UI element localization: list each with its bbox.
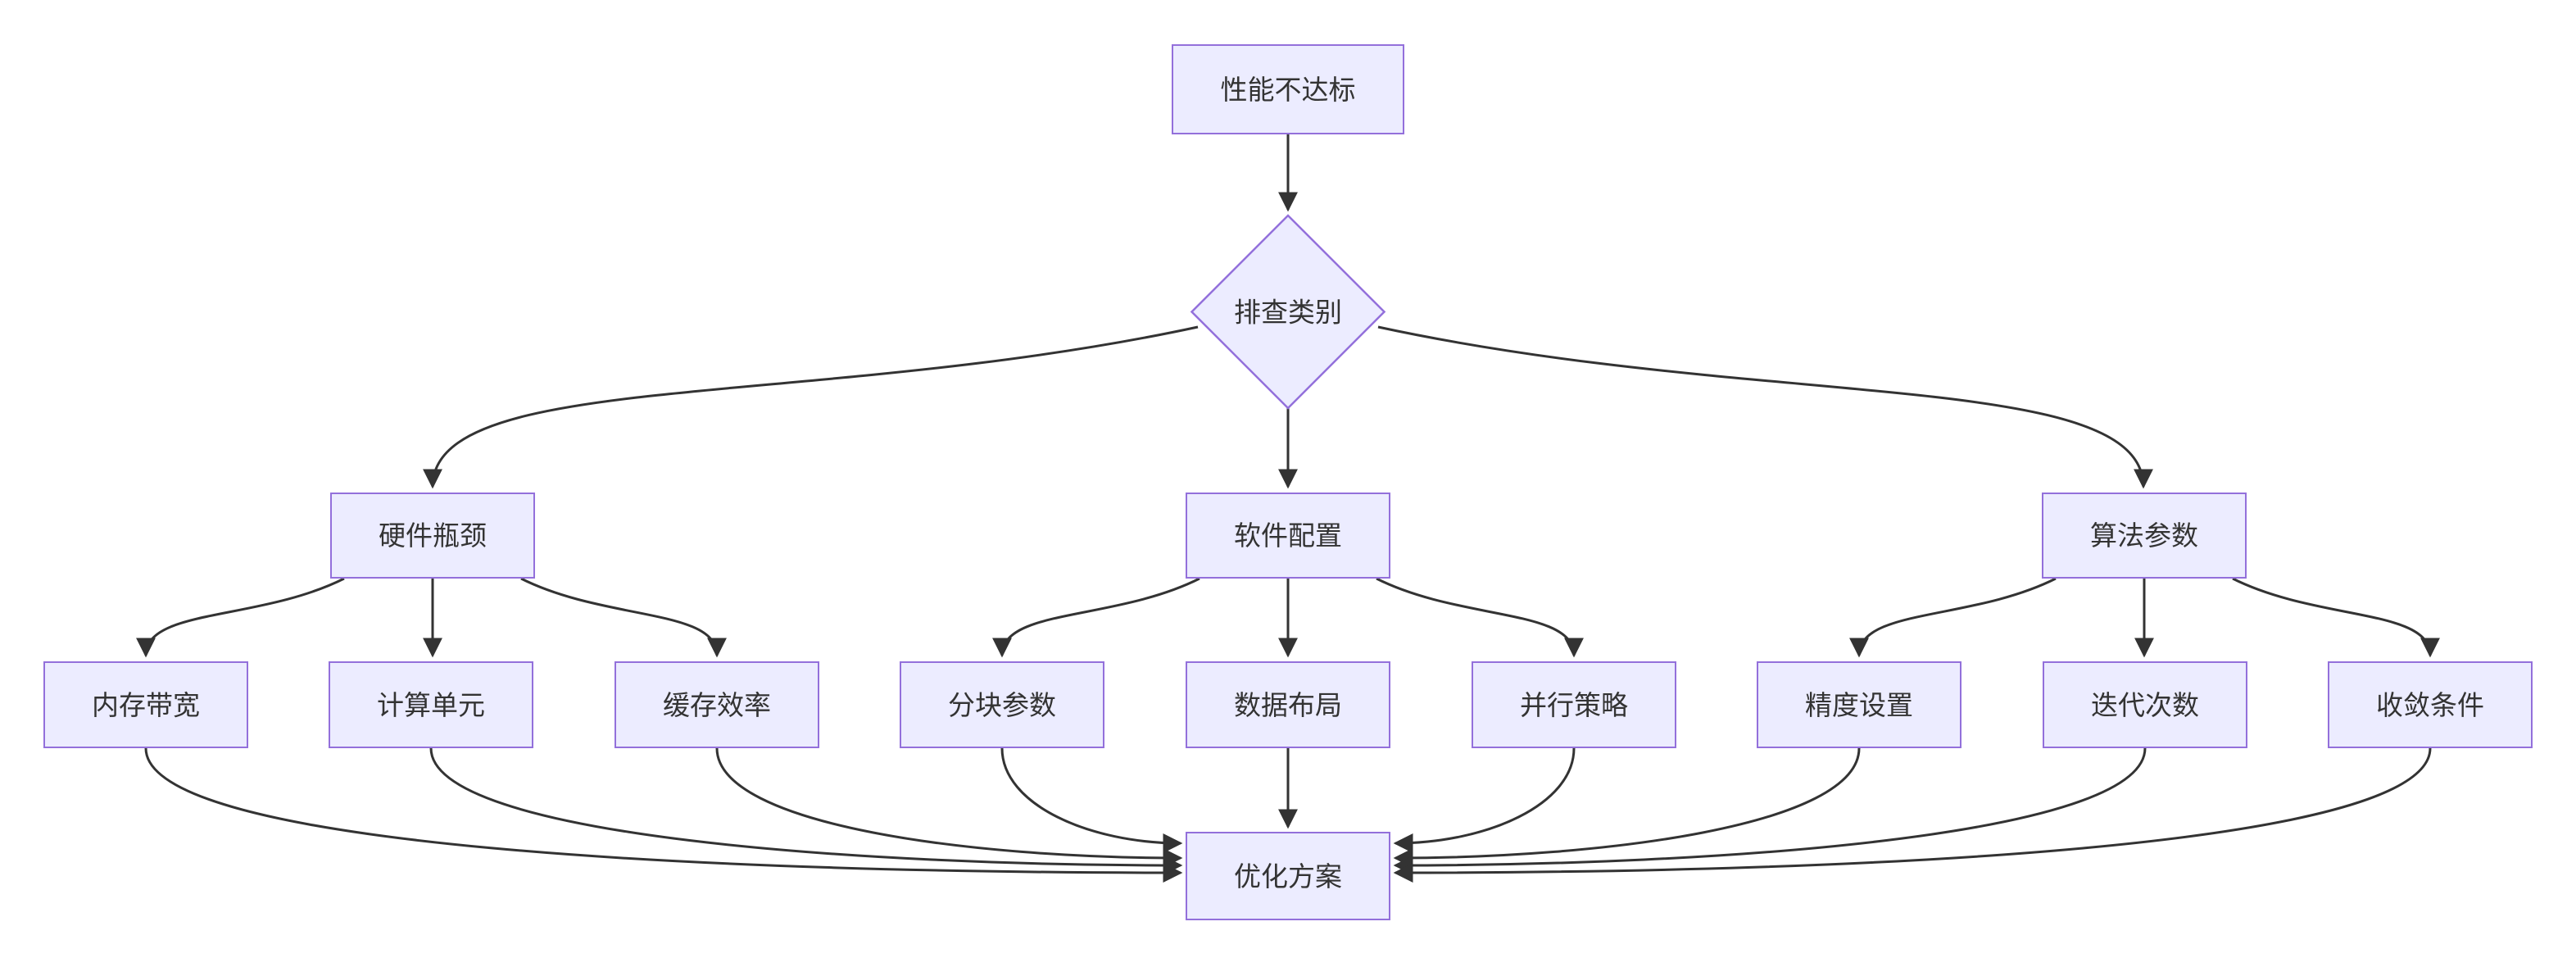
node-cache-efficiency: 缓存效率: [615, 661, 819, 748]
node-parallel-strategy: 并行策略: [1472, 661, 1676, 748]
edge-convergence-result: [1393, 747, 2432, 883]
node-result: 优化方案: [1186, 832, 1390, 920]
node-cache-efficiency-label: 缓存效率: [663, 689, 771, 720]
node-block-params-label: 分块参数: [948, 689, 1056, 720]
edge-decision-algorithm: [1377, 325, 2153, 489]
edge-software-parallel-strategy: [1376, 577, 1584, 658]
node-hardware: 硬件瓶颈: [330, 493, 535, 579]
edge-mem-bandwidth-result: [144, 747, 1183, 883]
node-result-label: 优化方案: [1234, 860, 1342, 892]
node-mem-bandwidth: 内存带宽: [43, 661, 248, 748]
edge-hardware-cache-efficiency: [520, 577, 727, 658]
node-block-params: 分块参数: [900, 661, 1104, 748]
edge-algorithm-convergence: [2232, 577, 2440, 658]
node-software: 软件配置: [1186, 493, 1390, 579]
edge-compute-unit-result: [429, 747, 1183, 875]
edge-block-params-result: [1000, 747, 1183, 853]
edge-hardware-mem-bandwidth: [136, 577, 345, 658]
edge-algorithm-precision: [1849, 577, 2057, 658]
node-iterations: 迭代次数: [2043, 661, 2247, 748]
node-precision: 精度设置: [1757, 661, 1961, 748]
edge-precision-result: [1393, 747, 1861, 868]
node-precision-label: 精度设置: [1805, 689, 1913, 720]
decision-diamond-shape: [1190, 214, 1386, 410]
node-data-layout: 数据布局: [1186, 661, 1390, 748]
node-parallel-strategy-label: 并行策略: [1520, 689, 1628, 720]
node-algorithm: 算法参数: [2042, 493, 2247, 579]
node-data-layout-label: 数据布局: [1234, 689, 1342, 720]
node-start: 性能不达标: [1172, 44, 1404, 134]
node-convergence: 收敛条件: [2328, 661, 2533, 748]
node-compute-unit: 计算单元: [329, 661, 533, 748]
node-convergence-label: 收敛条件: [2376, 689, 2484, 720]
node-algorithm-label: 算法参数: [2090, 520, 2198, 551]
edge-iterations-result: [1393, 747, 2147, 875]
edge-decision-hardware: [423, 325, 1199, 489]
edge-software-block-params: [992, 577, 1200, 658]
node-start-label: 性能不达标: [1220, 74, 1356, 105]
node-iterations-label: 迭代次数: [2091, 689, 2199, 720]
node-mem-bandwidth-label: 内存带宽: [92, 689, 200, 720]
node-hardware-label: 硬件瓶颈: [379, 520, 487, 551]
edge-cache-efficiency-result: [715, 747, 1183, 868]
node-software-label: 软件配置: [1234, 520, 1342, 551]
decision-node-label: 排查类别: [1234, 297, 1342, 328]
node-compute-unit-label: 计算单元: [377, 689, 485, 720]
edge-parallel-strategy-result: [1393, 747, 1576, 853]
